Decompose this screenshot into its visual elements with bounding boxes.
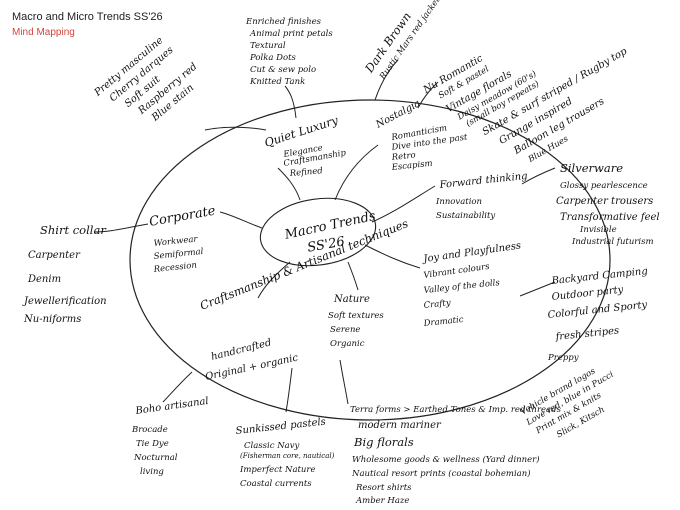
node-nostalgia: Nostalgia	[373, 98, 422, 131]
outer-left-mid: Shirt collar Carpenter Denim Jewellerifi…	[22, 223, 107, 325]
node-nature: Nature	[333, 294, 370, 305]
outer-item: Outdoor party	[551, 284, 624, 302]
outer-item: Coastal currents	[240, 479, 312, 489]
outer-item: Denim	[27, 274, 61, 285]
outer-right-mid: Silverware Glossy pearlescence Carpenter…	[556, 161, 660, 247]
outer-item: Boho artisanal	[134, 396, 209, 417]
joy-item: Crafty	[423, 298, 451, 311]
nature-item: Serene	[330, 325, 360, 335]
outer-item: Polka Dots	[249, 53, 296, 63]
outer-item: Enriched finishes	[245, 17, 322, 27]
outer-bottom-center: Sunkissed pastels Classic Navy (Fisherma…	[235, 417, 334, 489]
forward-thinking-item: Innovation	[435, 197, 482, 207]
joy-item: Valley of the dolls	[423, 278, 501, 296]
outer-item: Nocturnal	[133, 453, 178, 463]
nature-item: Organic	[330, 339, 365, 349]
node-corporate: Corporate	[148, 203, 217, 229]
outer-item: Carpenter trousers	[556, 196, 653, 207]
center-ellipse	[259, 197, 377, 267]
outer-item: Nautical resort prints (coastal bohemian…	[351, 468, 531, 479]
quiet-luxury-item: Refined	[288, 166, 323, 179]
connectors	[94, 59, 556, 413]
outer-item: Brocade	[131, 425, 168, 435]
outer-item: Amber Haze	[355, 496, 409, 506]
outer-item: Textural	[250, 41, 286, 51]
outer-right-low: Backyard Camping Outdoor party Colorful …	[547, 266, 648, 363]
outer-item: Carpenter	[28, 250, 81, 261]
outer-item: Jewellerification	[22, 296, 107, 307]
outer-item: Preppy	[547, 353, 579, 363]
outer-item: Resort shirts	[355, 483, 412, 493]
outer-item: Animal print petals	[249, 29, 333, 39]
outer-item: Nu-niforms	[23, 314, 81, 325]
outer-top-left: Pretty masculine Cherry darques Soft sui…	[92, 35, 200, 124]
nostalgia-item: Escapism	[390, 159, 433, 173]
outer-item: Classic Navy	[244, 441, 300, 451]
forward-thinking-item: Sustainability	[436, 211, 495, 221]
page-title: Macro and Micro Trends SS'26	[12, 11, 163, 23]
outer-item: fresh stripes	[554, 325, 620, 343]
outer-item: Terra forms > Earthed Tones & Imp. red t…	[350, 405, 562, 415]
outer-item: Industrial futurism	[571, 237, 654, 247]
outer-item: Silverware	[560, 161, 623, 175]
outer-item: Knitted Tank	[249, 77, 305, 87]
center-year: SS'26	[306, 234, 346, 255]
outer-item: Sunkissed pastels	[235, 417, 326, 437]
nature-item: Soft textures	[328, 311, 384, 321]
outer-item: Wholesome goods & wellness (Yard dinner)	[352, 454, 540, 465]
outer-item: Transformative feel	[560, 212, 660, 223]
corporate-item: Workwear	[153, 234, 199, 249]
joy-item: Vibrant colours	[423, 262, 491, 281]
outer-item: Tie Dye	[136, 439, 169, 449]
outer-item: Colorful and Sporty	[547, 300, 648, 321]
outer-item: Invisible	[579, 225, 617, 235]
outer-item: Glossy pearlescence	[560, 181, 648, 191]
outer-item: modern mariner	[358, 420, 442, 431]
outer-bottom-right: Terra forms > Earthed Tones & Imp. red t…	[350, 405, 562, 506]
outer-item: living	[140, 467, 164, 477]
outer-item: (Fisherman core, nautical)	[240, 452, 335, 460]
outer-item: Shirt collar	[40, 223, 107, 237]
node-joy: Joy and Playfulness	[421, 240, 522, 265]
node-forward-thinking: Forward thinking	[438, 171, 528, 191]
joy-item: Dramatic	[422, 315, 464, 329]
outer-item: Cut & sew polo	[250, 65, 316, 75]
outer-item: Imperfect Nature	[239, 465, 316, 475]
corporate-item: Semiformal	[153, 247, 204, 262]
outer-ellipse	[129, 99, 611, 421]
node-quiet-luxury: Quiet Luxury	[263, 113, 341, 150]
outer-item: Backyard Camping	[550, 266, 648, 287]
outer-top-center: Enriched finishes Animal print petals Te…	[245, 17, 333, 87]
outer-item: Big florals	[353, 435, 414, 449]
outer-bottom-left: Boho artisanal Brocade Tie Dye Nocturnal…	[131, 396, 209, 477]
outer-dark-brown: Dark Brown Rustic Mars red jacket	[362, 0, 443, 82]
page-subtitle: Mind Mapping	[12, 27, 75, 38]
corporate-item: Recession	[152, 261, 197, 276]
nostalgia-item: Retro	[390, 151, 416, 164]
